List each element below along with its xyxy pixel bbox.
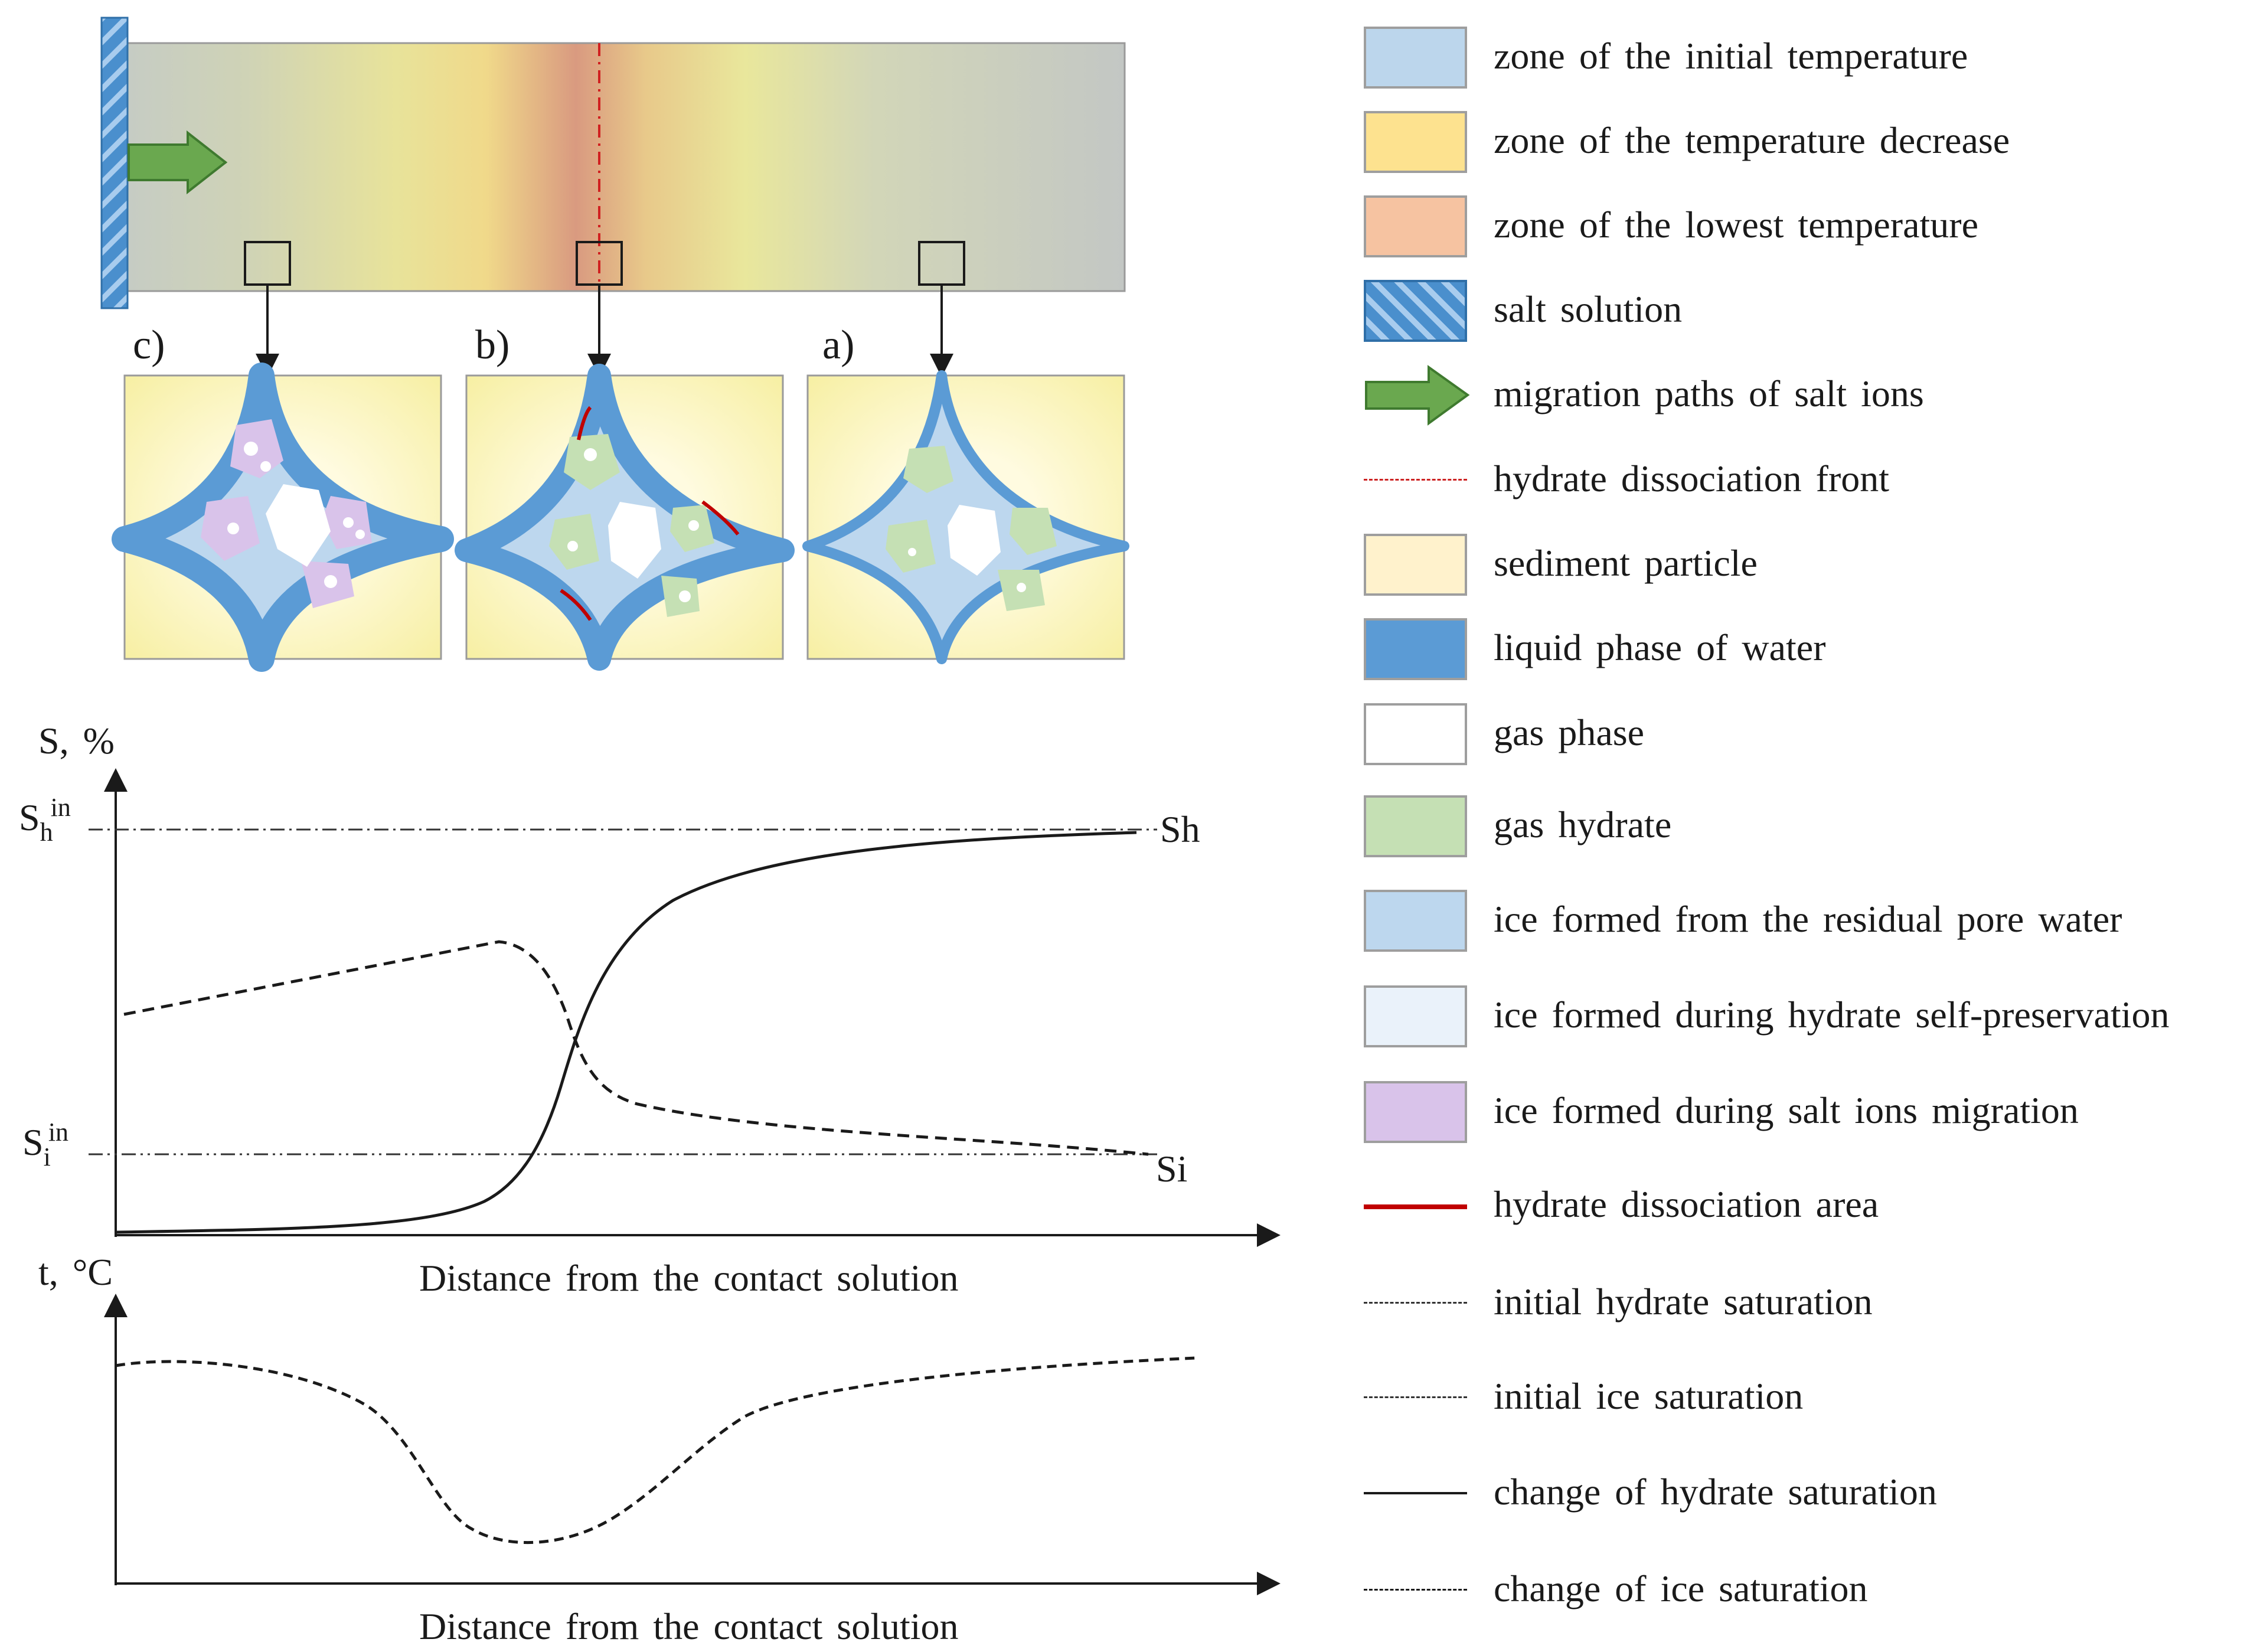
- ice-saturation-curve: [123, 940, 1149, 1156]
- legend-label: ice formed during salt ions migration: [1494, 1089, 2079, 1131]
- hydrate-saturation-curve: [115, 831, 1137, 1234]
- si-curve-label: Si: [1156, 1148, 1188, 1190]
- sat-x-axis-label: Distance from the contact solution: [419, 1257, 959, 1299]
- legend-label: hydrate dissociation area: [1494, 1183, 1879, 1225]
- legend-item: hydrate dissociation front: [1364, 449, 2249, 514]
- legend-swatch: [1364, 1396, 1467, 1398]
- legend-swatch: [1364, 479, 1467, 481]
- legend-label: zone of the temperature decrease: [1494, 119, 2010, 161]
- legend-label: hydrate dissociation front: [1494, 458, 1890, 499]
- legend-item: ice formed during salt ions migration: [1364, 1081, 2249, 1146]
- legend-item: liquid phase of water: [1364, 618, 2249, 683]
- panel-label-a: a): [822, 322, 855, 368]
- si-in-sup: in: [48, 1118, 69, 1147]
- panel-label-b: b): [475, 322, 510, 368]
- legend-label: migration paths of salt ions: [1494, 373, 1924, 414]
- temp-y-axis-label: t, °C: [38, 1251, 113, 1293]
- legend-item: salt solution: [1364, 280, 2249, 345]
- legend-label: zone of the initial temperature: [1494, 35, 1968, 77]
- legend-item: sediment particle: [1364, 534, 2249, 599]
- si-in-sub: i: [43, 1142, 51, 1171]
- pore-panel-a: [802, 370, 1129, 664]
- legend-swatch: [1364, 1492, 1467, 1494]
- legend-item: zone of the temperature decrease: [1364, 111, 2249, 176]
- legend-item: gas phase: [1364, 703, 2249, 768]
- sh-in-sup: in: [50, 793, 71, 822]
- sh-in-label: Shin: [19, 793, 73, 847]
- legend-label: liquid phase of water: [1494, 626, 1826, 668]
- panel-label-c: c): [133, 322, 165, 368]
- sh-curve-label: Sh: [1160, 808, 1200, 850]
- pore-panel-b: [455, 364, 795, 671]
- legend-item: zone of the initial temperature: [1364, 27, 2249, 92]
- legend-swatch: [1364, 280, 1467, 342]
- sh-in-sub: h: [40, 818, 53, 847]
- legend-swatch: [1364, 534, 1467, 596]
- legend-swatch: [1364, 364, 1470, 429]
- legend-label: gas hydrate: [1494, 804, 1672, 845]
- legend-swatch: [1364, 195, 1467, 257]
- legend-label: sediment particle: [1494, 542, 1758, 584]
- legend-item: zone of the lowest temperature: [1364, 195, 2249, 260]
- legend-swatch: [1364, 703, 1467, 765]
- si-in-base: S: [22, 1121, 44, 1163]
- salt-solution-wall: [100, 17, 129, 309]
- legend-item: migration paths of salt ions: [1364, 364, 2249, 429]
- legend-swatch: [1364, 1302, 1467, 1304]
- si-in-label: Siin: [22, 1118, 71, 1171]
- legend-item: change of hydrate saturation: [1364, 1462, 2249, 1527]
- temperature-chart: [104, 1294, 1281, 1595]
- legend-item: ice formed from the residual pore water: [1364, 890, 2249, 955]
- legend-item: ice formed during hydrate self-preservat…: [1364, 985, 2249, 1050]
- legend-swatch: [1364, 1081, 1467, 1143]
- legend-swatch: [1364, 795, 1467, 857]
- legend-swatch: [1364, 111, 1467, 173]
- legend-swatch: [1364, 1589, 1467, 1591]
- legend-label: ice formed from the residual pore water: [1494, 898, 2122, 940]
- legend-label: ice formed during hydrate self-preservat…: [1494, 994, 2170, 1036]
- legend-item: change of ice saturation: [1364, 1559, 2249, 1624]
- legend-label: change of ice saturation: [1494, 1568, 1868, 1609]
- legend-swatch: [1364, 1204, 1467, 1209]
- saturation-chart: [89, 768, 1281, 1247]
- temp-x-axis-label: Distance from the contact solution: [419, 1605, 959, 1647]
- legend-item: hydrate dissociation area: [1364, 1175, 2249, 1240]
- legend-label: zone of the lowest temperature: [1494, 204, 1978, 246]
- legend-label: initial hydrate saturation: [1494, 1281, 1873, 1323]
- legend-item: initial ice saturation: [1364, 1367, 2249, 1432]
- legend-label: salt solution: [1494, 288, 1683, 330]
- legend-swatch: [1364, 27, 1467, 89]
- legend-item: initial hydrate saturation: [1364, 1272, 2249, 1337]
- legend-label: change of hydrate saturation: [1494, 1471, 1937, 1513]
- legend-label: gas phase: [1494, 711, 1645, 753]
- legend-swatch: [1364, 618, 1467, 680]
- sediment-column: [126, 42, 1126, 292]
- pore-panel-c: [112, 363, 454, 672]
- legend-swatch: [1364, 985, 1467, 1047]
- legend-item: gas hydrate: [1364, 795, 2249, 860]
- sh-in-base: S: [19, 796, 40, 838]
- legend-swatch: [1364, 890, 1467, 952]
- legend-label: initial ice saturation: [1494, 1375, 1804, 1417]
- temperature-curve: [115, 1356, 1196, 1545]
- sat-y-axis-label: S, %: [38, 720, 115, 762]
- migration-arrow: [128, 130, 228, 195]
